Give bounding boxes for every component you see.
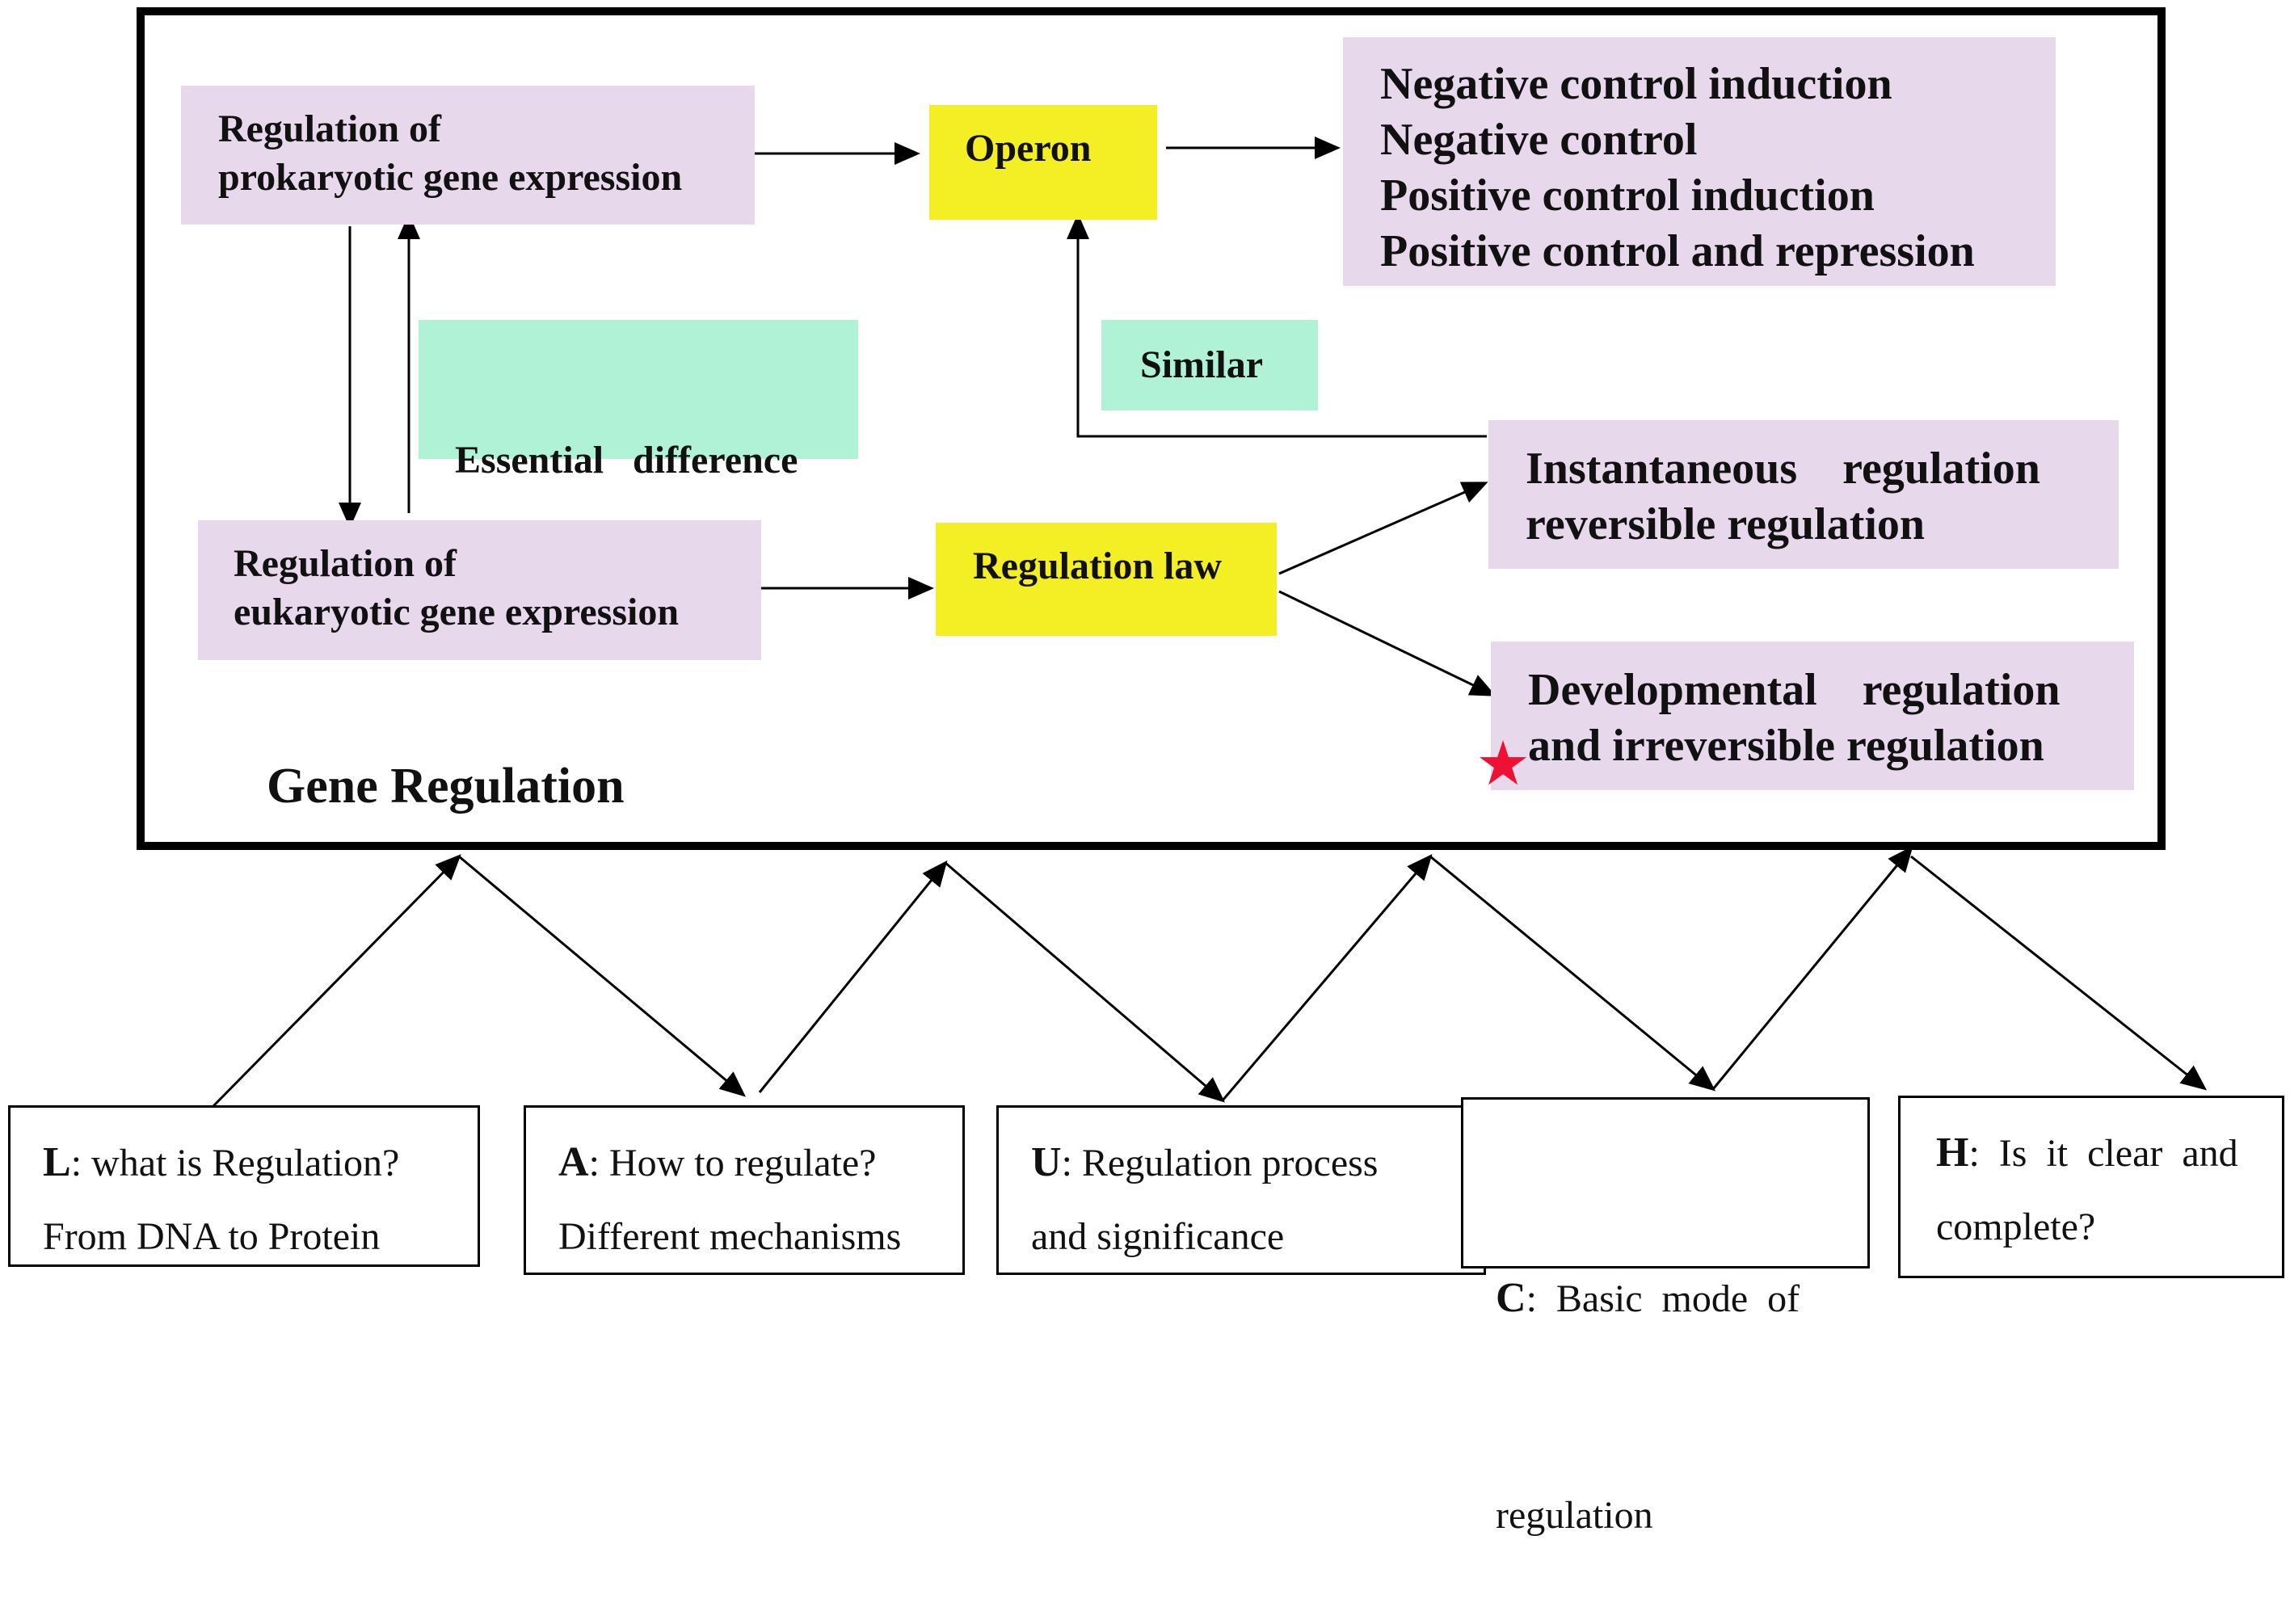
laucl-a-line-1: : How to regulate? — [588, 1142, 877, 1184]
laucl-letter-l: L — [43, 1139, 71, 1185]
eukaryotic-box: Regulation of eukaryotic gene expression — [198, 520, 761, 660]
operon-label: Operon — [965, 127, 1092, 170]
developmental-line-1: Developmental regulation — [1528, 665, 2061, 715]
laucl-letter-c: C — [1496, 1274, 1526, 1321]
laucl-u-line-1: : Regulation process — [1061, 1142, 1379, 1184]
laucl-l-line-1: : what is Regulation? — [70, 1142, 400, 1184]
prokaryotic-box: Regulation of prokaryotic gene expressio… — [181, 86, 755, 225]
laucl-u-line-2: and significance — [1031, 1215, 1285, 1259]
operon-types-box: Negative control induction Negative cont… — [1343, 37, 2056, 286]
prokaryotic-line-1: Regulation of — [218, 107, 441, 150]
regulation-law-label: Regulation law — [973, 545, 1223, 587]
eukaryotic-line-1: Regulation of — [234, 542, 457, 585]
laucl-letter-a: A — [558, 1139, 589, 1185]
laucl-letter-h: H — [1936, 1130, 1969, 1176]
instantaneous-box: Instantaneous regulation reversible regu… — [1488, 420, 2119, 569]
laucl-box-c: C: Basic mode of regulation — [1461, 1097, 1870, 1537]
diagram-title: Gene Regulation — [267, 759, 625, 814]
star-icon: ★ — [1475, 730, 1531, 798]
laucl-box-h: H: Is it clear and complete? — [1898, 1096, 2284, 1278]
regulation-law-box: Regulation law — [936, 523, 1277, 636]
gene-regulation-frame — [137, 7, 2166, 850]
arrow-l-to-frame — [211, 854, 461, 1109]
arrow-u-to-frame — [1221, 853, 1433, 1101]
connector-arrows — [211, 137, 2208, 1109]
similar-box: Similar — [1101, 320, 1318, 410]
essential-difference-box: Essential difference of gene structure — [419, 320, 858, 627]
arrow-c-to-frame — [1711, 845, 1913, 1090]
laucl-box-a: A: How to regulate? Different mechanisms — [524, 1105, 965, 1275]
instantaneous-line-1: Instantaneous regulation — [1526, 444, 2040, 494]
developmental-box: Developmental regulation and irreversibl… — [1491, 642, 2134, 790]
laucl-c-line-2: regulation — [1496, 1494, 1653, 1538]
instantaneous-line-2: reversible regulation — [1526, 499, 1926, 549]
operon-box: Operon — [929, 105, 1157, 220]
operon-type-4: Positive control and repression — [1380, 225, 1975, 276]
laucl-h-line-2: complete? — [1936, 1205, 2096, 1249]
similar-label: Similar — [1140, 343, 1263, 386]
arrow-law-to-instantaneous — [1278, 482, 1488, 575]
laucl-box-u: U: Regulation process and significance — [996, 1105, 1486, 1275]
essential-difference-line-1: Essential difference — [455, 439, 798, 482]
laucl-h-line-1: : Is it clear and — [1968, 1132, 2238, 1175]
arrow-frame-to-c — [1429, 855, 1716, 1092]
arrow-law-to-developmental — [1278, 590, 1496, 696]
developmental-line-2: and irreversible regulation — [1528, 720, 2044, 771]
laucl-l-line-2: From DNA to Protein — [43, 1215, 381, 1259]
prokaryotic-line-2: prokaryotic gene expression — [218, 156, 683, 199]
arrow-instantaneous-to-operon — [1067, 213, 1487, 438]
eukaryotic-line-2: eukaryotic gene expression — [234, 591, 680, 633]
operon-type-2: Negative control — [1380, 114, 1698, 165]
arrow-a-to-frame — [758, 860, 948, 1093]
operon-type-1: Negative control induction — [1380, 59, 1892, 109]
laucl-a-line-2: Different mechanisms — [558, 1215, 902, 1259]
arrow-frame-to-h — [1910, 855, 2208, 1091]
laucl-letter-u: U — [1031, 1139, 1062, 1185]
laucl-box-l: L: what is Regulation? From DNA to Prote… — [8, 1105, 480, 1267]
arrow-frame-to-a — [458, 855, 747, 1097]
arrow-frame-to-u — [945, 861, 1226, 1103]
operon-type-3: Positive control induction — [1380, 170, 1875, 221]
